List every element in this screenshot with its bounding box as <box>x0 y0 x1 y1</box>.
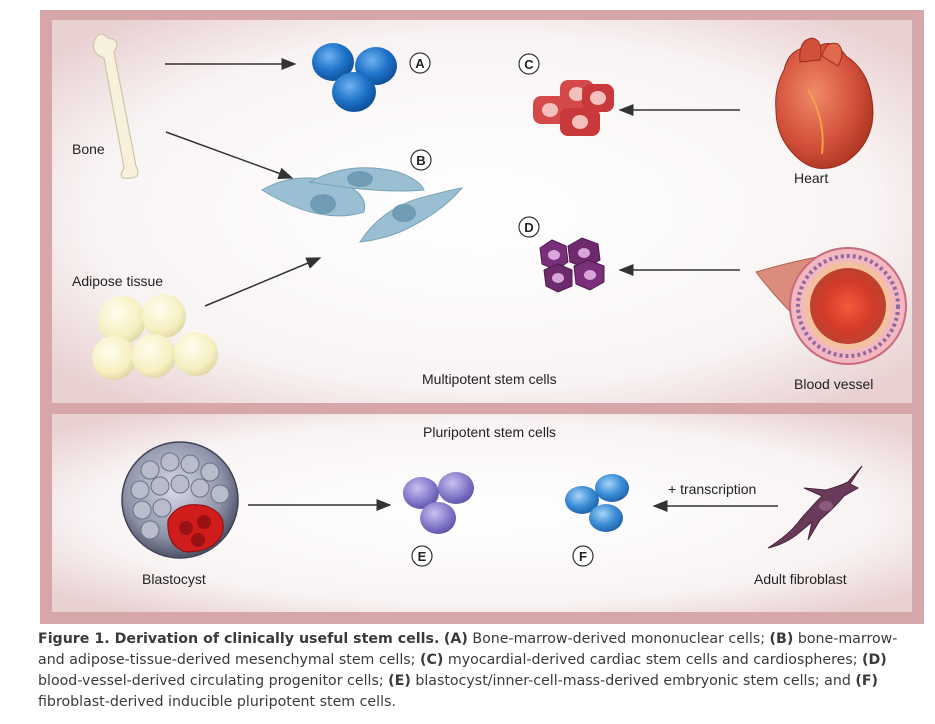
svg-text:A: A <box>415 56 425 71</box>
cell-cluster-e <box>403 472 474 534</box>
pluripotent-label: Pluripotent stem cells <box>423 424 556 440</box>
transcription-label: + transcription <box>668 481 756 497</box>
adipose-label: Adipose tissue <box>72 273 163 289</box>
figure-caption: Figure 1. Derivation of clinically usefu… <box>38 629 918 713</box>
caption-text-a: Bone-marrow-derived mononuclear cells; <box>467 631 770 647</box>
heart-label: Heart <box>794 170 828 186</box>
blastocyst-icon <box>121 441 239 559</box>
bone-icon <box>92 33 139 179</box>
caption-text-b: bone-marrow- and adipose-tissue-derived … <box>38 631 898 668</box>
caption-key-c: (C) <box>419 652 444 668</box>
caption-title: Figure 1. Derivation of clinically usefu… <box>38 631 440 647</box>
fibroblast-label: Adult fibroblast <box>754 571 847 587</box>
marker-a: A <box>409 52 431 74</box>
arrow-bone-to-b <box>165 131 294 180</box>
bone-label: Bone <box>72 141 105 157</box>
caption-key-f: (F) <box>855 673 879 689</box>
caption-text-d: blood-vessel-derived circulating progeni… <box>38 673 389 689</box>
cell-cluster-b <box>261 167 464 243</box>
heart-icon <box>775 37 874 169</box>
multipotent-label: Multipotent stem cells <box>422 371 557 387</box>
fibroblast-icon <box>767 465 863 549</box>
cell-cluster-a <box>312 43 397 112</box>
adipose-tissue-icon <box>92 294 218 380</box>
marker-f: F <box>572 545 594 567</box>
blastocyst-label: Blastocyst <box>142 571 206 587</box>
marker-b: B <box>410 149 432 171</box>
caption-key-a: (A) <box>443 631 468 647</box>
caption-key-e: (E) <box>388 673 411 689</box>
cell-cluster-f <box>565 474 629 532</box>
caption-text-e: blastocyst/inner-cell-mass-derived embry… <box>410 673 856 689</box>
blood-vessel-icon <box>755 247 907 365</box>
marker-e: E <box>411 545 433 567</box>
svg-text:E: E <box>418 549 427 564</box>
blood-vessel-label: Blood vessel <box>794 376 873 392</box>
marker-d: D <box>518 216 540 238</box>
caption-text-f: fibroblast-derived inducible pluripotent… <box>38 694 396 710</box>
marker-c: C <box>518 53 540 75</box>
caption-key-d: (D) <box>862 652 887 668</box>
cell-cluster-d <box>539 237 605 293</box>
caption-text-c: myocardial-derived cardiac stem cells an… <box>443 652 863 668</box>
svg-text:F: F <box>579 549 587 564</box>
cell-cluster-c <box>533 80 614 136</box>
caption-key-b: (B) <box>769 631 794 647</box>
svg-text:C: C <box>524 57 534 72</box>
svg-text:D: D <box>524 220 533 235</box>
arrow-adipose-to-b <box>204 257 322 307</box>
svg-text:B: B <box>416 153 425 168</box>
